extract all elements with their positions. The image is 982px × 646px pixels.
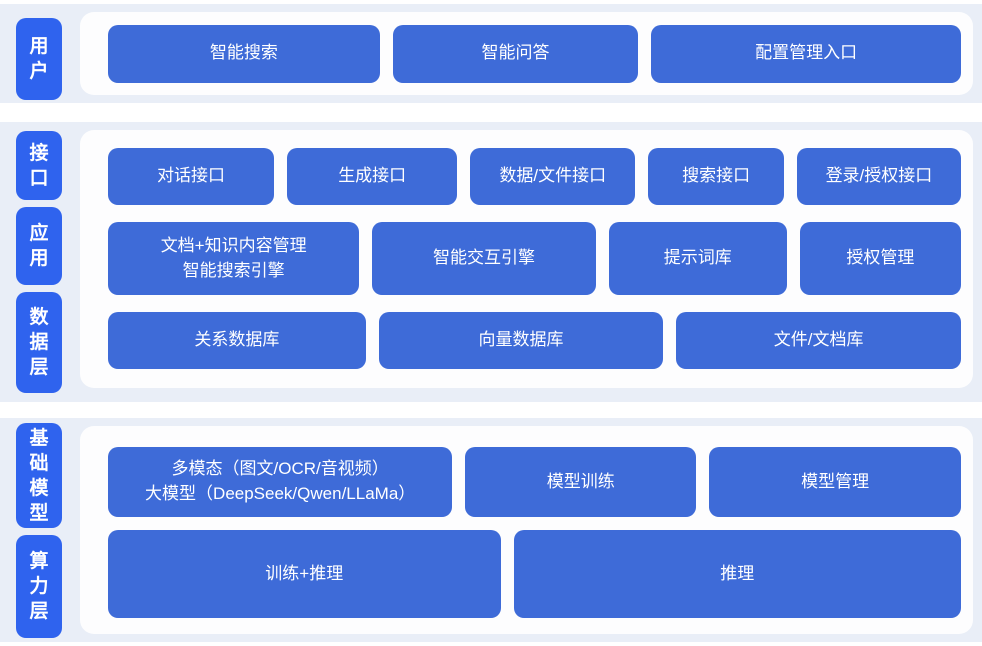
block-inference: 推理 xyxy=(513,530,961,618)
section-interface-app-data-panel: 对话接口 生成接口 数据/文件接口 搜索接口 登录/授权接口 文档+知识内容管理… xyxy=(80,130,973,388)
block-line: 大模型（DeepSeek/Qwen/LLaMa） xyxy=(145,484,416,503)
block-generation-api: 生成接口 xyxy=(287,148,458,205)
block-data-file-api: 数据/文件接口 xyxy=(470,148,636,205)
block-vector-db: 向量数据库 xyxy=(378,312,664,369)
block-prompt-library: 提示词库 xyxy=(608,222,787,295)
block-dialog-api: 对话接口 xyxy=(108,148,275,205)
block-config-management-entry: 配置管理入口 xyxy=(651,24,961,83)
section-model-compute: 基础模型 算力层 多模态（图文/OCR/音视频） 大模型（DeepSeek/Qw… xyxy=(0,418,982,642)
pill-compute-layer: 算力层 xyxy=(16,535,62,638)
section-users-pills: 用户 xyxy=(16,18,62,100)
block-training-inference: 训练+推理 xyxy=(108,530,501,618)
section-interface-app-data: 接口 应用 数据层 对话接口 生成接口 数据/文件接口 搜索接口 登录/授权接口… xyxy=(0,122,982,402)
section-users: 用户 智能搜索 智能问答 配置管理入口 xyxy=(0,4,982,103)
pill-application: 应用 xyxy=(16,207,62,285)
block-line: 多模态（图文/OCR/音视频） xyxy=(171,459,389,479)
block-model-training: 模型训练 xyxy=(465,447,697,517)
block-interactive-engine: 智能交互引擎 xyxy=(372,222,596,295)
row: 关系数据库 向量数据库 文件/文档库 xyxy=(108,312,961,369)
block-model-management: 模型管理 xyxy=(709,447,961,517)
row: 对话接口 生成接口 数据/文件接口 搜索接口 登录/授权接口 xyxy=(108,148,962,205)
section-interface-app-data-pills: 接口 应用 数据层 xyxy=(16,131,62,393)
block-doc-knowledge-search-engine: 文档+知识内容管理 智能搜索引擎 xyxy=(108,222,360,295)
section-users-panel: 智能搜索 智能问答 配置管理入口 xyxy=(80,12,973,95)
pill-user: 用户 xyxy=(16,18,62,100)
section-model-compute-pills: 基础模型 算力层 xyxy=(16,423,62,638)
pill-interface: 接口 xyxy=(16,131,62,200)
block-file-doc-store: 文件/文档库 xyxy=(676,312,961,369)
pill-base-model: 基础模型 xyxy=(16,423,62,528)
row: 文档+知识内容管理 智能搜索引擎 智能交互引擎 提示词库 授权管理 xyxy=(108,222,962,295)
block-login-auth-api: 登录/授权接口 xyxy=(796,148,962,205)
row: 智能搜索 智能问答 配置管理入口 xyxy=(108,24,961,83)
row: 多模态（图文/OCR/音视频） 大模型（DeepSeek/Qwen/LLaMa）… xyxy=(108,447,961,517)
block-search-api: 搜索接口 xyxy=(648,148,784,205)
block-relational-db: 关系数据库 xyxy=(108,312,366,369)
block-smart-qa: 智能问答 xyxy=(392,24,639,83)
block-smart-search: 智能搜索 xyxy=(108,24,380,83)
block-multimodal-llm: 多模态（图文/OCR/音视频） 大模型（DeepSeek/Qwen/LLaMa） xyxy=(108,447,453,517)
block-line: 智能搜索引擎 xyxy=(182,260,285,280)
pill-data-layer: 数据层 xyxy=(16,292,62,393)
block-line: 文档+知识内容管理 xyxy=(160,235,307,255)
row: 训练+推理 推理 xyxy=(108,530,961,618)
block-auth-management: 授权管理 xyxy=(799,222,962,295)
section-model-compute-panel: 多模态（图文/OCR/音视频） 大模型（DeepSeek/Qwen/LLaMa）… xyxy=(80,426,973,634)
